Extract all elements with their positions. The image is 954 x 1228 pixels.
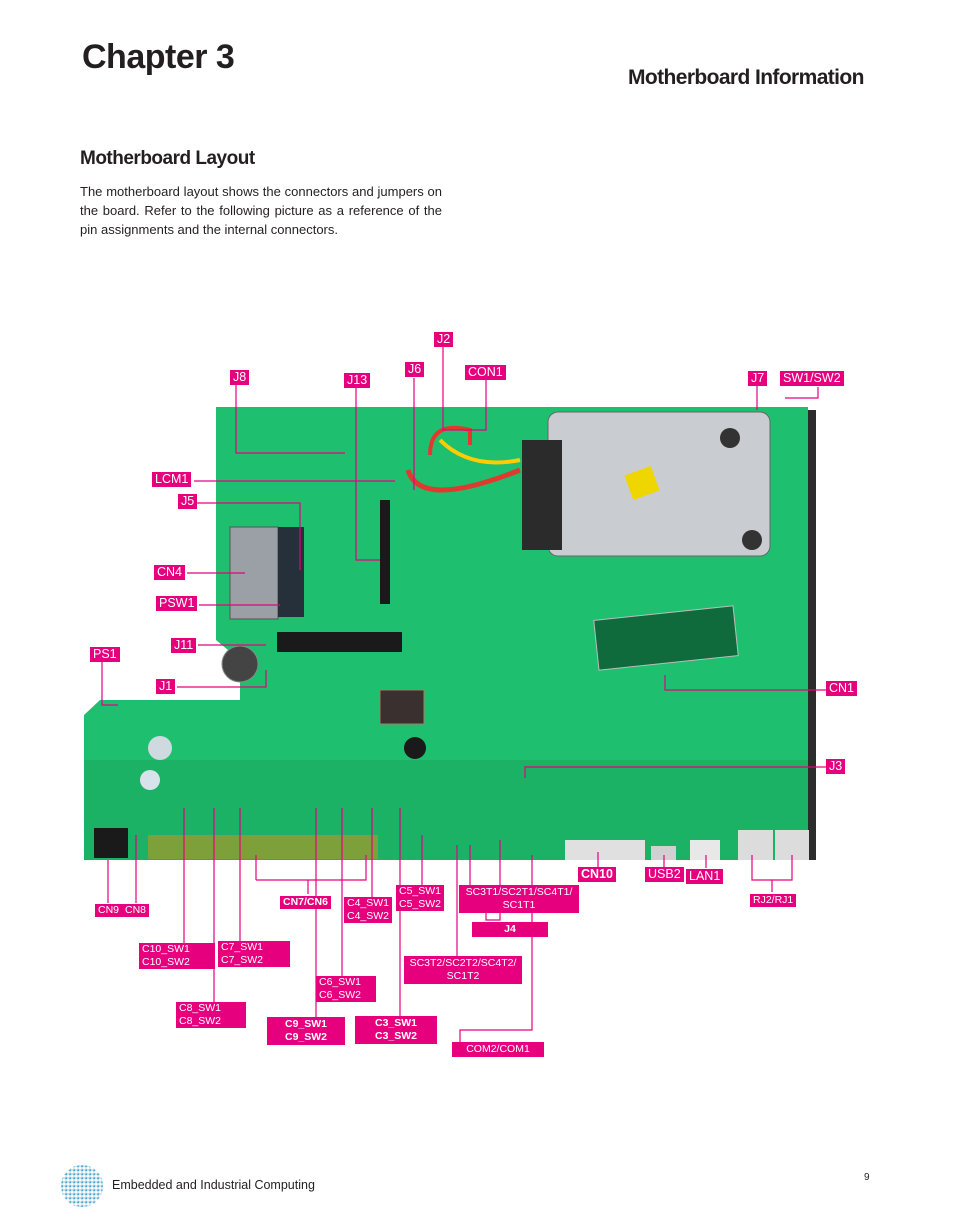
terminal-blocks [148,835,378,859]
battery [221,645,259,683]
lcm-header [380,500,390,604]
label-sc-t1: SC3T1/SC2T1/SC4T1/ SC1T1 [459,885,579,913]
company-logo [61,1165,103,1207]
section-title: Motherboard Information [628,66,864,89]
page-number: 9 [864,1172,870,1183]
power-cable [438,438,521,465]
label-c9: C9_SW1 C9_SW2 [267,1017,345,1045]
label-c6: C6_SW1 C6_SW2 [316,976,376,1002]
hdd-bracket [522,440,562,550]
hdd-screw [742,530,762,550]
label-j13: J13 [344,373,371,388]
label-lan1: LAN1 [686,869,724,884]
chapter-title: Chapter 3 [82,38,235,76]
label-c4: C4_SW1 C4_SW2 [344,897,393,923]
label-j8: J8 [230,370,250,385]
lan-connector [690,840,720,860]
label-j6: J6 [405,362,425,377]
rj-connector [738,830,773,860]
footer-company: Embedded and Industrial Computing [112,1178,315,1192]
chip [379,689,425,725]
buzzer [404,737,426,759]
label-j5: J5 [178,494,198,509]
cn9-connector [94,828,128,858]
label-c8: C8_SW1 C8_SW2 [176,1002,246,1028]
sata-cable [405,467,521,493]
label-j11: J11 [171,638,197,653]
label-usb2: USB2 [645,867,684,882]
cn10-connector [565,840,645,860]
hdd-screw [720,428,740,448]
label-j7: J7 [748,371,768,386]
j11-header [277,632,402,652]
label-c5: C5_SW1 C5_SW2 [396,885,445,911]
label-c3: C3_SW1 C3_SW2 [355,1016,437,1044]
label-c7: C7_SW1 C7_SW2 [218,941,290,967]
intro-paragraph: The motherboard layout shows the connect… [80,184,442,237]
label-con1: CON1 [465,365,506,380]
label-j4: J4 [472,922,548,937]
label-j1: J1 [156,679,176,694]
chassis-edge [808,410,816,860]
label-rj2-rj1: RJ2/RJ1 [750,894,797,907]
label-com2-com1: COM2/COM1 [452,1042,544,1057]
label-c10: C10_SW1 C10_SW2 [139,943,215,969]
label-cn1: CN1 [826,681,858,696]
label-cn8: CN8 [122,904,150,917]
label-cn4: CN4 [154,565,186,580]
label-psw1: PSW1 [156,596,198,611]
label-ps1: PS1 [90,647,120,662]
memory-module [593,605,739,671]
label-cn7-cn6: CN7/CN6 [280,896,331,909]
usb-connector [651,846,676,860]
label-cn10: CN10 [578,867,616,882]
label-sc-t2: SC3T2/SC2T2/SC4T2/ SC1T2 [404,956,522,984]
label-j2: J2 [434,332,454,347]
capacitor [148,736,172,760]
hdd-sticker [624,465,660,501]
label-cn9: CN9 [95,904,123,917]
label-lcm1: LCM1 [152,472,192,487]
label-sw1-sw2: SW1/SW2 [780,371,844,386]
capacitor [140,770,160,790]
subsection-title: Motherboard Layout [80,148,255,169]
label-j3: J3 [826,759,846,774]
